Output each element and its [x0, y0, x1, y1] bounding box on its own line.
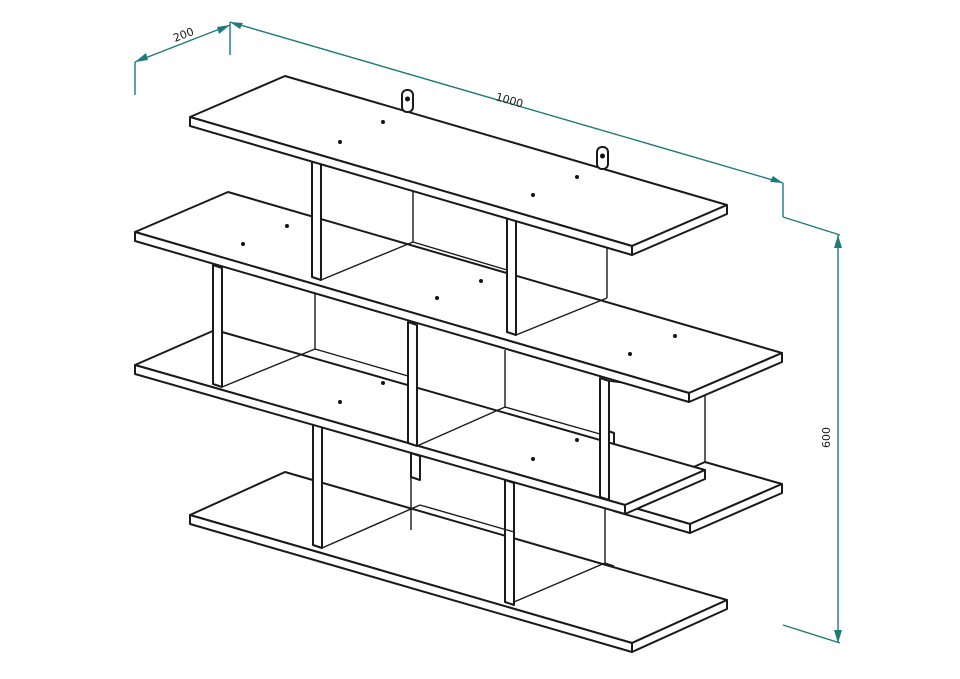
width-label: 1000: [494, 90, 524, 110]
bookshelf: [134, 75, 783, 653]
shelf-top: [189, 75, 728, 256]
screw-holes: [241, 120, 677, 461]
depth-label: 200: [171, 25, 195, 45]
dimension-height: 600: [782, 216, 842, 644]
shelf-second: [134, 191, 783, 403]
hanging-bracket-icon: [596, 146, 609, 170]
dividers-row-3: [212, 264, 706, 501]
shelf-bottom: [189, 471, 728, 653]
shelf-third: [134, 329, 706, 515]
dimension-depth: 200: [134, 22, 231, 95]
height-label: 600: [820, 427, 833, 448]
hanging-bracket-icon: [401, 89, 414, 113]
